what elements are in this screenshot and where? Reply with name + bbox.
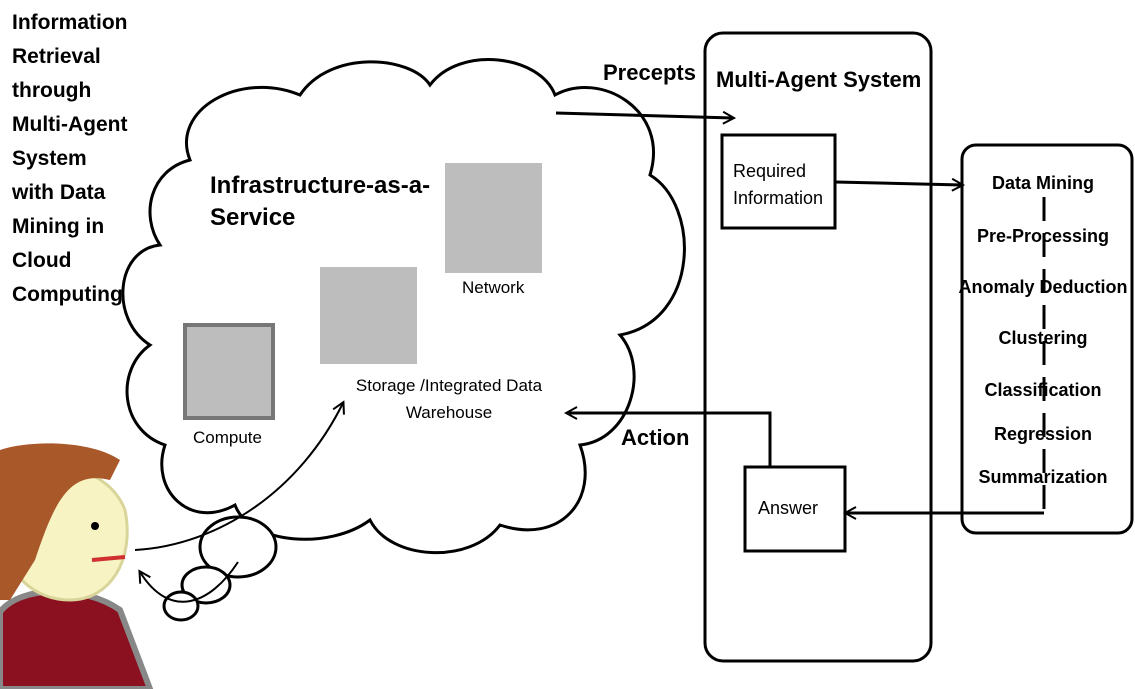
required-to-mining-arrow <box>834 182 962 185</box>
user-figure <box>0 443 154 689</box>
iaas-title: Infrastructure-as-a- Service <box>210 172 431 231</box>
clustering-item: Clustering <box>998 328 1088 348</box>
action-arrow <box>567 413 772 467</box>
storage-box <box>320 267 417 364</box>
compute-box <box>183 323 275 420</box>
mas-frame <box>703 31 933 663</box>
network-label: Network <box>462 278 525 297</box>
thought-arrow-down <box>140 561 239 603</box>
action-label: Action <box>621 425 690 450</box>
mas-title: Multi-Agent System <box>716 67 922 92</box>
summarization-item: Summarization <box>978 467 1108 487</box>
classification-item: Classification <box>984 380 1102 400</box>
precepts-label: Precepts <box>603 60 696 85</box>
required-info-label: Required Information <box>733 161 824 208</box>
thought-arrow-up <box>134 403 343 551</box>
compute-label: Compute <box>193 428 262 447</box>
thought-bubbles <box>162 515 278 622</box>
storage-label: Storage /Integrated Data Warehouse <box>355 376 543 422</box>
network-box <box>445 163 542 273</box>
answer-label: Answer <box>758 498 819 518</box>
regression-item: Regression <box>993 424 1093 444</box>
precepts-arrow <box>555 113 733 118</box>
anomaly-deduction-item: Anomaly Deduction <box>958 277 1128 297</box>
pre-processing-item: Pre-Processing <box>976 226 1110 246</box>
data-mining-item: Data Mining <box>992 173 1094 193</box>
data-mining-frame <box>960 143 1134 535</box>
required-info-box <box>720 133 837 230</box>
diagram-title: Information Retrieval through Multi-Agen… <box>12 11 128 306</box>
